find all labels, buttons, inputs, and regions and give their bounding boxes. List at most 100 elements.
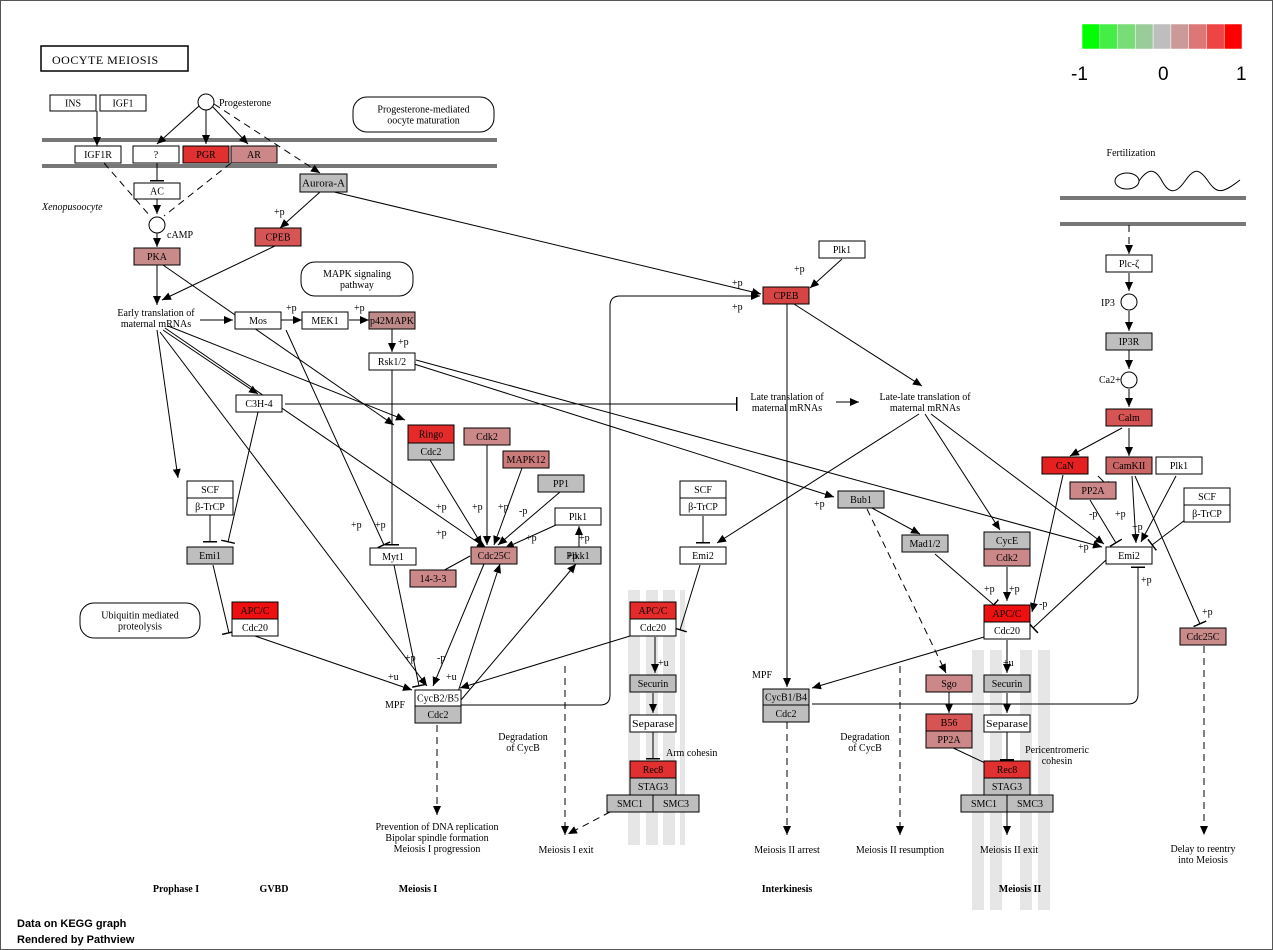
gene-node-cdc2c[interactable]: Cdc2 <box>762 704 810 723</box>
gene-box[interactable] <box>837 490 885 509</box>
gene-node-cdc25c2[interactable]: Cdc25C <box>1179 627 1227 646</box>
gene-box[interactable] <box>470 546 518 565</box>
pathway-box[interactable] <box>79 602 201 639</box>
gene-node-camkii[interactable]: CamKII <box>1105 456 1153 475</box>
gene-node-pp1[interactable]: PP1 <box>537 474 585 493</box>
gene-box[interactable] <box>234 311 282 330</box>
gene-box[interactable] <box>409 569 457 588</box>
gene-box[interactable] <box>230 145 278 164</box>
gene-box[interactable] <box>133 247 181 266</box>
gene-node-emi2b[interactable]: Emi2 <box>1105 546 1153 565</box>
gene-node-pgr[interactable]: PGR <box>182 145 230 164</box>
gene-box[interactable] <box>983 714 1031 733</box>
gene-node-ar[interactable]: AR <box>230 145 278 164</box>
gene-box[interactable] <box>983 674 1031 693</box>
gene-box[interactable] <box>186 546 234 565</box>
gene-node-separase2[interactable]: Separase <box>983 714 1031 733</box>
gene-node-apc2[interactable]: APC/C <box>629 601 677 620</box>
gene-node-ringo[interactable]: Ringo <box>407 424 455 444</box>
gene-box[interactable] <box>231 618 279 637</box>
gene-box[interactable] <box>74 145 122 164</box>
gene-box[interactable] <box>629 618 677 637</box>
gene-node-calm[interactable]: Calm <box>1105 408 1153 427</box>
gene-node-emi1[interactable]: Emi1 <box>186 546 234 565</box>
gene-node-cycb25[interactable]: CycB2/B5 <box>414 689 462 707</box>
gene-box[interactable] <box>235 394 283 413</box>
gene-box[interactable] <box>983 621 1031 640</box>
gene-box[interactable] <box>652 794 700 813</box>
gene-node-smc3a[interactable]: SMC3 <box>652 794 700 813</box>
gene-box[interactable] <box>762 286 810 305</box>
gene-box[interactable] <box>463 427 511 446</box>
gene-node-plk1c[interactable]: Plk1 <box>1155 456 1203 475</box>
gene-node-emi2a[interactable]: Emi2 <box>679 546 727 565</box>
gene-node-mad12[interactable]: Mad1/2 <box>901 534 949 553</box>
gene-node-p42[interactable]: p42MAPK <box>368 311 416 330</box>
gene-node-apc3[interactable]: APC/C <box>983 604 1031 623</box>
gene-node-ac[interactable]: AC <box>133 182 181 200</box>
gene-box[interactable] <box>132 145 180 164</box>
gene-node-cdc25c1[interactable]: Cdc25C <box>470 546 518 565</box>
pathway-box[interactable] <box>352 96 495 133</box>
gene-node-pp2aa[interactable]: PP2A <box>925 730 973 749</box>
gene-box[interactable] <box>1105 546 1153 565</box>
gene-box[interactable] <box>254 227 302 247</box>
gene-box[interactable] <box>762 704 810 723</box>
gene-box[interactable] <box>1105 408 1153 427</box>
gene-node-q[interactable]: ? <box>132 145 180 164</box>
gene-box[interactable] <box>629 714 677 733</box>
gene-node-sgo[interactable]: Sgo <box>925 674 973 693</box>
gene-node-cdc20a[interactable]: Cdc20 <box>231 618 279 637</box>
gene-box[interactable] <box>186 497 234 516</box>
gene-box[interactable] <box>1155 456 1203 475</box>
gene-node-rec8a[interactable]: Rec8 <box>629 760 677 779</box>
gene-node-c3h4[interactable]: C3H-4 <box>235 394 283 413</box>
gene-node-igf1[interactable]: IGF1 <box>99 94 147 112</box>
gene-node-stag3a[interactable]: STAG3 <box>629 777 677 796</box>
gene-node-securin2[interactable]: Securin <box>983 674 1031 693</box>
gene-box[interactable] <box>925 674 973 693</box>
gene-box[interactable] <box>407 442 455 461</box>
gene-node-plkk1[interactable]: Plkk1 <box>554 546 602 565</box>
gene-node-btrcp2[interactable]: β-TrCP <box>679 497 727 516</box>
gene-box[interactable] <box>925 730 973 749</box>
gene-node-smc1a[interactable]: SMC1 <box>606 794 654 813</box>
gene-node-b56[interactable]: B56 <box>925 713 973 732</box>
gene-node-cpeb2[interactable]: CPEB <box>762 286 810 305</box>
gene-box[interactable] <box>414 705 462 724</box>
gene-node-separase1[interactable]: Separase <box>629 714 677 733</box>
gene-node-mos[interactable]: Mos <box>234 311 282 330</box>
gene-node-igf1r[interactable]: IGF1R <box>74 145 122 164</box>
gene-box[interactable] <box>1041 456 1089 475</box>
gene-node-cycb14[interactable]: CycB1/B4 <box>762 688 810 706</box>
gene-node-can[interactable]: CaN <box>1041 456 1089 475</box>
gene-node-aurora[interactable]: Aurora-A <box>299 173 348 193</box>
gene-box[interactable] <box>629 674 677 693</box>
gene-box[interactable] <box>301 311 349 330</box>
gene-box[interactable] <box>1179 627 1227 646</box>
pathway-box[interactable] <box>300 261 414 297</box>
gene-node-rsk[interactable]: Rsk1/2 <box>368 352 416 371</box>
gene-node-btrcp1[interactable]: β-TrCP <box>186 497 234 516</box>
gene-node-p1433[interactable]: 14-3-3 <box>409 569 457 588</box>
gene-box[interactable] <box>901 534 949 553</box>
gene-box[interactable] <box>368 352 416 371</box>
gene-box[interactable] <box>983 548 1031 567</box>
gene-box[interactable] <box>182 145 230 164</box>
gene-box[interactable] <box>133 182 181 200</box>
gene-box[interactable] <box>1183 504 1231 523</box>
gene-box[interactable] <box>49 94 97 112</box>
gene-node-cyce[interactable]: CycE <box>983 531 1031 550</box>
gene-node-pp2ab[interactable]: PP2A <box>1069 481 1117 500</box>
gene-box[interactable] <box>1105 332 1153 351</box>
gene-box[interactable] <box>1069 481 1117 500</box>
gene-box[interactable] <box>554 546 602 565</box>
gene-node-ins[interactable]: INS <box>49 94 97 112</box>
gene-box[interactable] <box>1006 794 1054 813</box>
gene-node-btrcp3[interactable]: β-TrCP <box>1183 504 1231 523</box>
gene-box[interactable] <box>554 507 602 526</box>
